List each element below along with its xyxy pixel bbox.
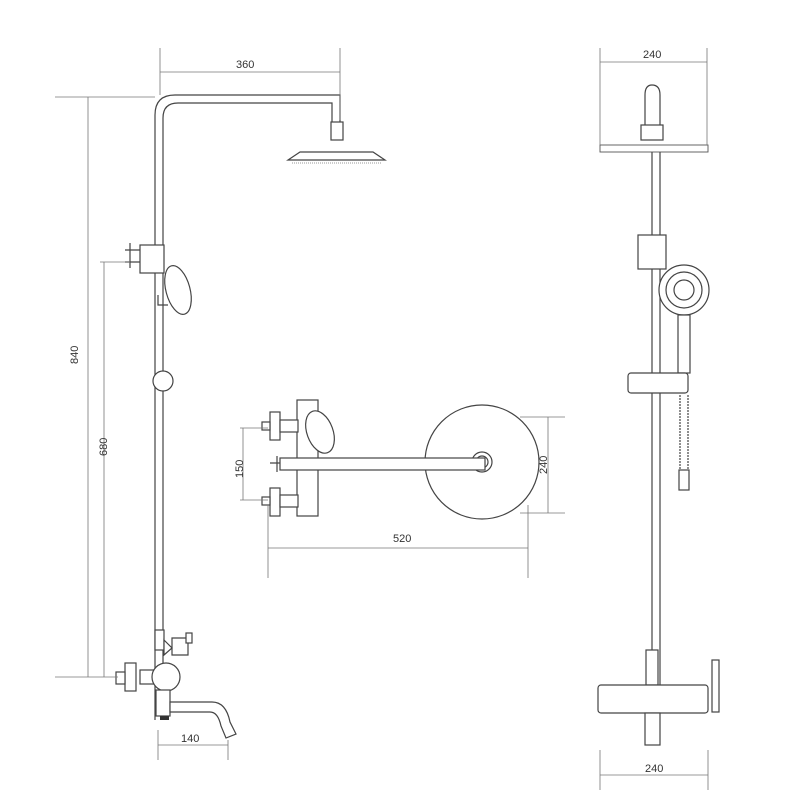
hose-end — [678, 469, 690, 491]
bath-spout — [169, 701, 237, 739]
slider-bracket — [139, 244, 165, 274]
dim-240-bottom: 240 — [645, 763, 663, 775]
inlet-handle — [124, 662, 137, 692]
hand-shower-handle — [677, 314, 691, 374]
lever-front — [711, 659, 720, 713]
head-connector — [644, 84, 661, 135]
riser-pipe — [154, 94, 341, 720]
hand-shower — [164, 265, 192, 315]
mixer-valve-front — [597, 684, 709, 714]
slider-bracket-front — [627, 372, 689, 394]
dim-240-head: 240 — [538, 456, 550, 474]
mixer-valve — [151, 662, 181, 692]
dim-240-top: 240 — [643, 49, 661, 61]
shower-arm-top — [279, 457, 486, 471]
hand-shower-top — [305, 410, 335, 454]
head-nut — [330, 121, 344, 141]
top-view: 150 240 520 — [234, 399, 565, 578]
front-view: 240 240 — [597, 48, 720, 790]
side-view: 360 840 680 140 — [55, 48, 387, 760]
overhead-shower-head — [286, 151, 387, 161]
slider-front — [637, 234, 667, 270]
dim-360: 360 — [236, 59, 254, 71]
spout-front — [644, 712, 661, 746]
dim-140: 140 — [181, 733, 199, 745]
diverter-body — [154, 629, 165, 651]
dim-520: 520 — [393, 533, 411, 545]
dim-840: 840 — [69, 346, 81, 364]
overhead-shower-front — [599, 144, 709, 153]
slider-knob — [152, 370, 174, 392]
dim-150: 150 — [234, 460, 246, 478]
dim-680: 680 — [98, 438, 110, 456]
